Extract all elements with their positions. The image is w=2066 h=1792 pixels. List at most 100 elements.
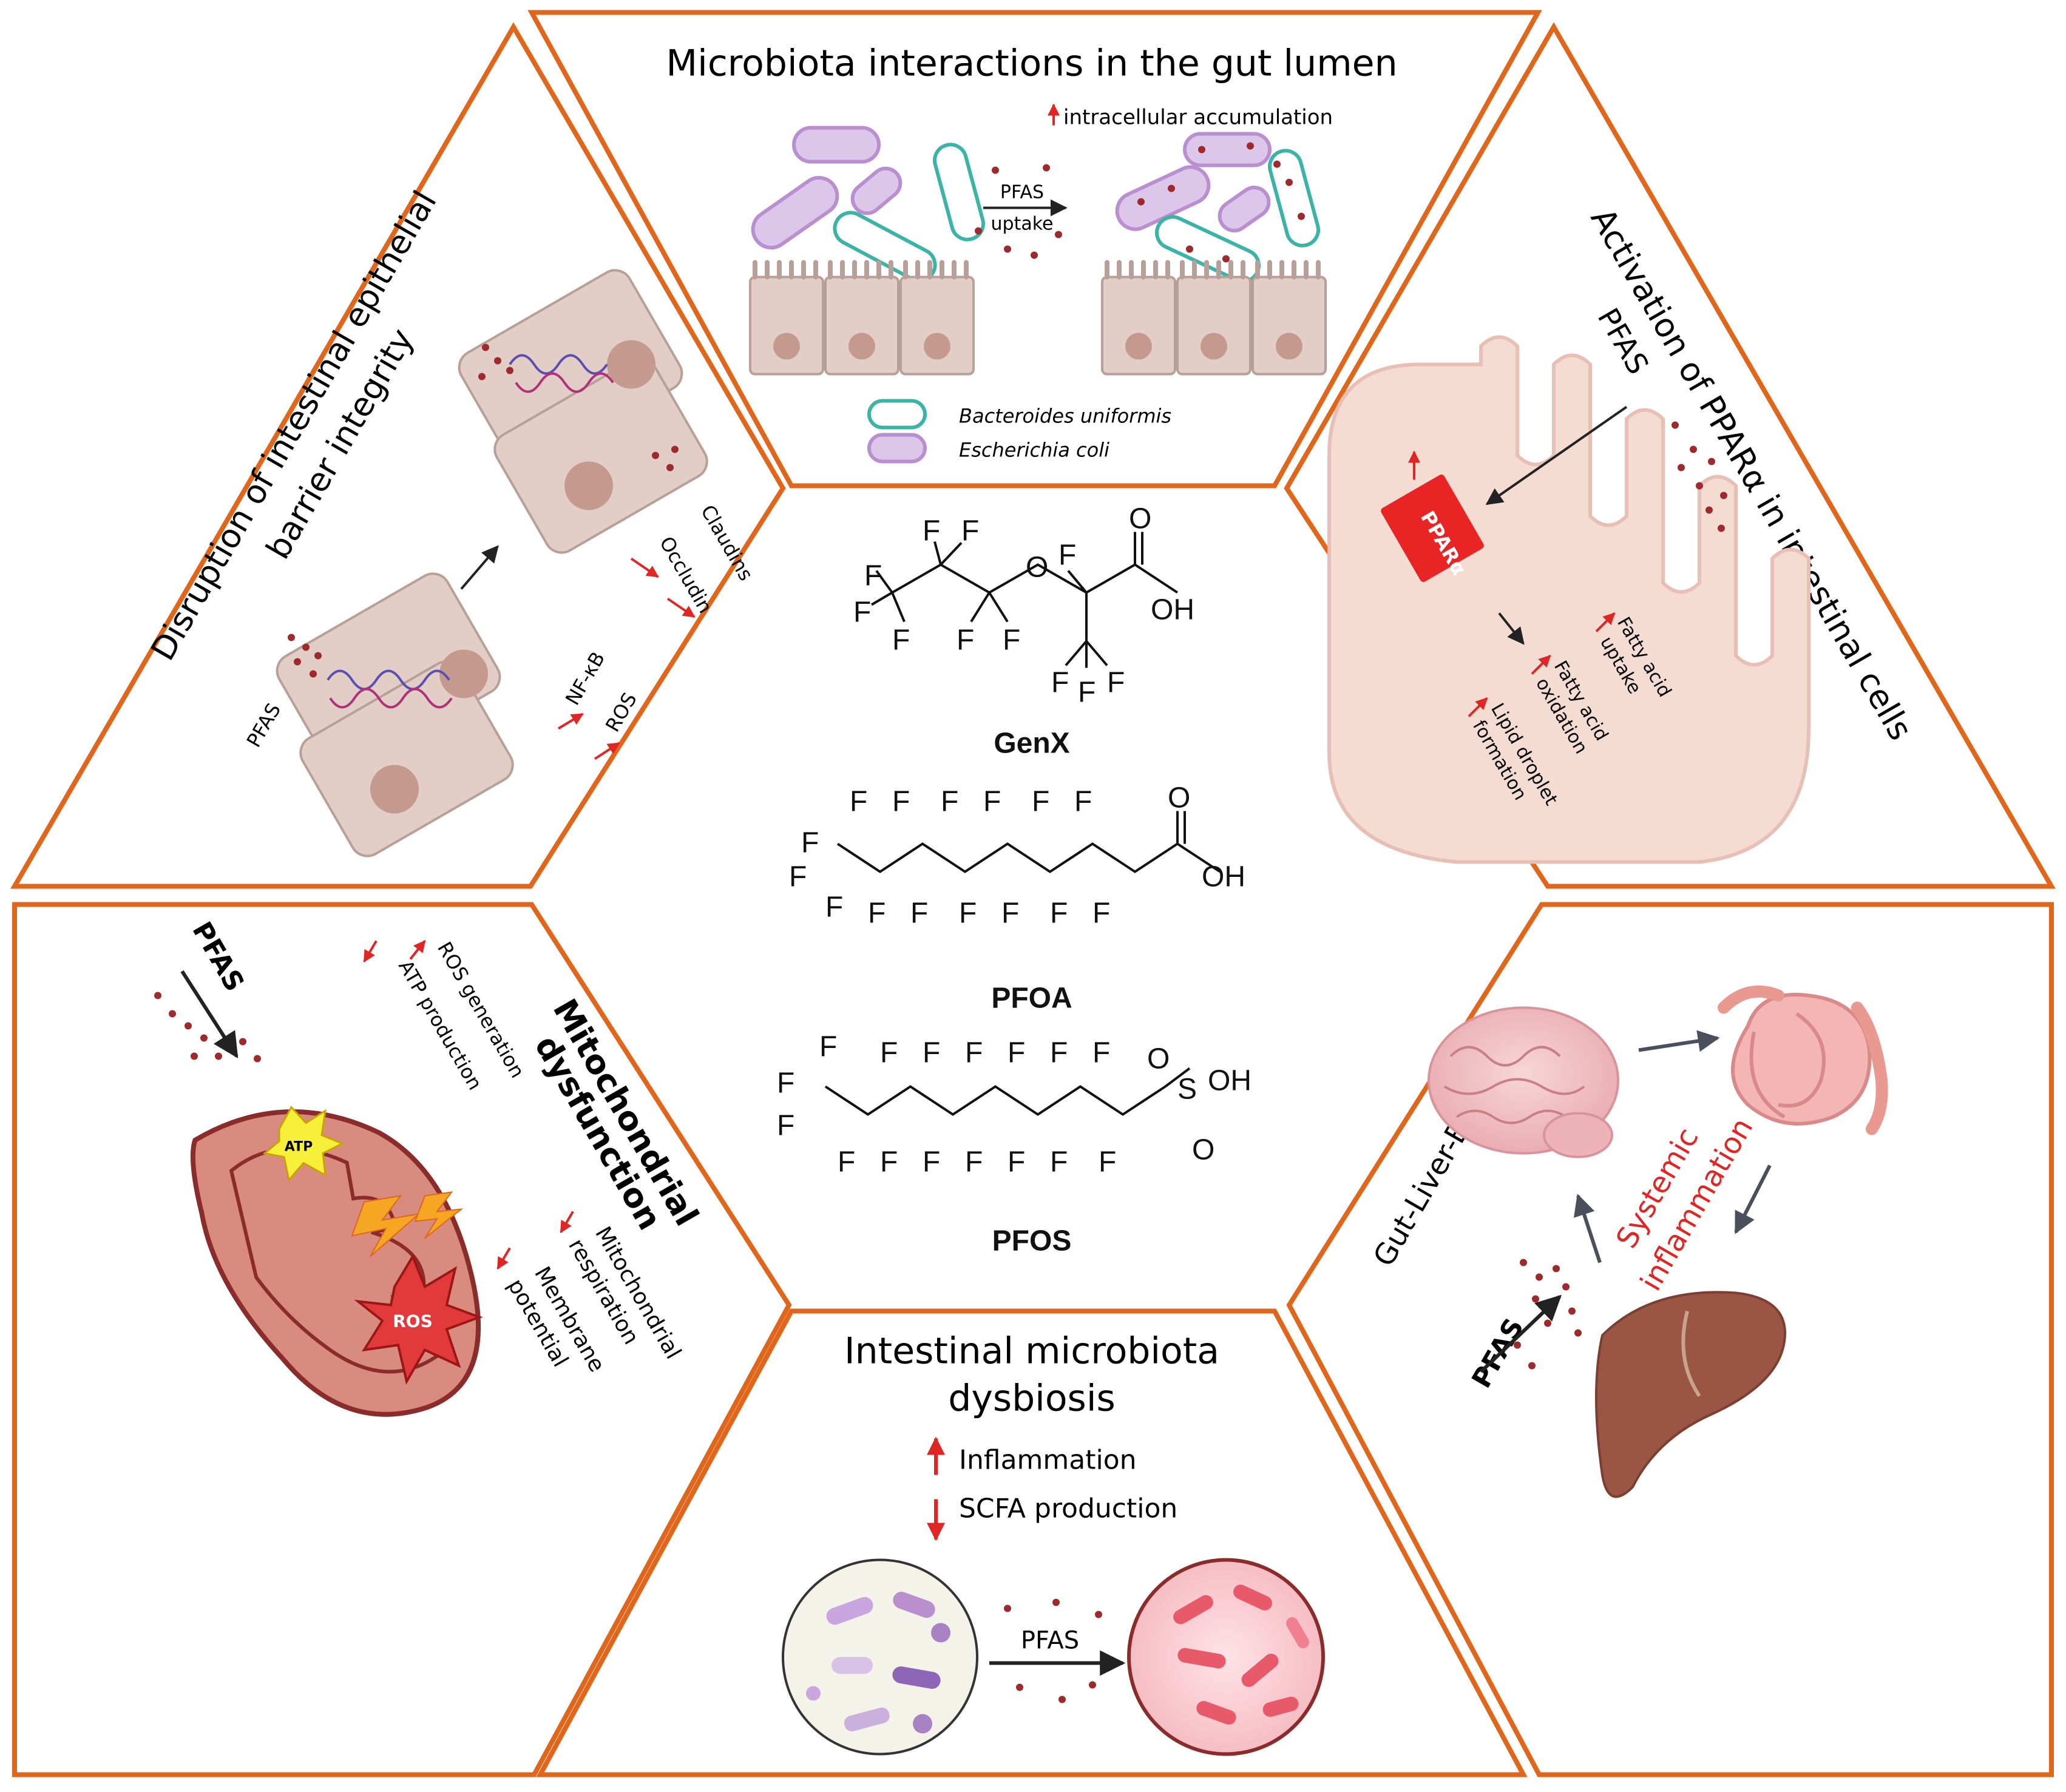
junction-markers: Occludin Claudins [630, 501, 758, 618]
brain-icon [1428, 1006, 1619, 1158]
pfoa-label: PFOA [991, 982, 1072, 1015]
pfoa-atom-f: F [825, 891, 843, 924]
panel-upper-right-border [1284, 22, 2056, 889]
genx-atom-f: F [892, 624, 910, 657]
lightning-icon [414, 1191, 464, 1239]
genx-atom-oh: OH [1151, 594, 1194, 626]
bacteria-right-group [1115, 132, 1320, 283]
pfas-to-ppara-arrow [1485, 405, 1628, 505]
atp-production-arrow [363, 940, 378, 963]
pfoa-atom-f: F [892, 786, 910, 818]
panel-top-border [527, 10, 1542, 489]
progression-arrow [460, 545, 499, 590]
ppara-downstream-arrow [1498, 612, 1525, 645]
pfoa-atom-f: F [959, 898, 977, 930]
genx-atom-o: O [1026, 552, 1048, 584]
inflammation-label: Inflammation [959, 1445, 1137, 1476]
brain-to-gut-arrow [1638, 1030, 1720, 1052]
pfos-atom-f: F [838, 1146, 855, 1178]
enterocyte-body [1327, 335, 1810, 864]
panel-borders [10, 10, 2056, 1777]
mito-pfas-arrow [180, 970, 239, 1059]
pfos-atom-f: F [923, 1146, 940, 1178]
chemical-structures: F F F F F F F O F O OH F F F GenX F F F … [777, 503, 1251, 1257]
genx-atom-f: F [923, 515, 940, 547]
pfoa-atom-f: F [789, 861, 807, 893]
pfoa-atom-f: F [1074, 786, 1092, 818]
genx-atom-f: F [864, 560, 882, 592]
pfas-dots-bottom [1004, 1598, 1102, 1703]
stress-markers: NF-κB ROS [557, 647, 642, 760]
intestine-icon [1718, 985, 1888, 1135]
pfoa-atom-f: F [983, 786, 1001, 818]
panel-upper-right: Activation of PPARα in intestinal cells … [1327, 201, 1920, 864]
uptake-label-pfas: PFAS [1000, 182, 1044, 203]
genx-atom-f: F [1078, 677, 1096, 709]
panel-lower-left: Mitochondrial dysfunction PFAS ATP ROS R… [154, 917, 706, 1417]
accumulation-label: intracellular accumulation [1063, 106, 1333, 130]
mito-pfas: PFAS [186, 917, 250, 997]
pfos-atom-f: F [880, 1037, 898, 1069]
pfoa-atom-oh: OH [1202, 861, 1245, 893]
lightning-icon [351, 1195, 421, 1257]
scfa-label: SCFA production [959, 1493, 1177, 1524]
bacteroides-bacterium [833, 211, 937, 283]
ecoli-bacterium [1115, 165, 1211, 231]
panel-bottom: Intestinal microbiota dysbiosis Inflamma… [782, 1330, 1325, 1756]
legend-bacteroides: Bacteroides uniformis [959, 405, 1171, 428]
atp-label: ATP [285, 1140, 313, 1155]
panel-upper-left-border [10, 22, 786, 889]
liver-icon [1595, 1291, 1786, 1498]
legend-ecoli: Escherichia coli [959, 439, 1109, 462]
pfos-atom-f: F [965, 1037, 983, 1069]
pfos-atom-f: F [923, 1037, 940, 1069]
dysbiosis-pfas: PFAS [1021, 1627, 1079, 1655]
pfoa-atom-o: O [1168, 782, 1190, 814]
pfos-atom-f: F [1092, 1037, 1110, 1069]
ros-label: ROS [601, 689, 642, 736]
pfoa-atom-f: F [850, 786, 867, 818]
nfkb-label: NF-κB [561, 647, 609, 709]
panel-lower-right-border [1286, 902, 2054, 1777]
pfos-atom-f: F [1050, 1146, 1068, 1178]
top-title: Microbiota interactions in the gut lumen [666, 42, 1397, 85]
epithelial-cells-lower [276, 572, 514, 857]
genx-atom-f: F [1003, 624, 1020, 657]
legend-bacteroides-swatch [867, 399, 927, 430]
pfoa-atom-f: F [941, 786, 958, 818]
epithelium-right [1101, 260, 1327, 376]
panel-lower-right: Gut-Liver-Brain Axis Systemic inflammati… [1367, 985, 1888, 1498]
pfoa-atom-f: F [801, 827, 819, 859]
pfos-atoms: F F F F F F F F F F F F F F F F S O O OH [777, 1031, 1251, 1178]
liver-to-brain-arrow [1573, 1194, 1602, 1263]
pfos-atom-f: F [965, 1146, 983, 1178]
panel-bottom-border [536, 1308, 1528, 1777]
ppara-box [1381, 475, 1484, 582]
panel-lower-left-border [12, 902, 792, 1777]
ecoli-bacterium [1183, 132, 1272, 167]
pfoa-atom-f: F [1001, 898, 1019, 930]
occludin-label: Occludin [655, 533, 717, 617]
ecoli-bacterium [751, 175, 839, 250]
pfoa-atom-f: F [1032, 786, 1049, 818]
pfoa-atoms: F F F F F F F F F F F F F F F O OH [789, 782, 1245, 930]
pfos-atom-f: F [819, 1031, 837, 1063]
pfos-atom-f: F [777, 1110, 794, 1142]
ros-burst [354, 1254, 483, 1385]
ecoli-bacterium [792, 126, 881, 164]
genx-atom-f: F [1107, 667, 1125, 699]
pfos-atom-f: F [777, 1067, 794, 1100]
axis-pfas-arrow [1479, 1294, 1562, 1373]
gut-to-liver-arrow [1734, 1165, 1772, 1234]
genx-atom-f: F [957, 624, 974, 657]
upper-left-pfas: PFAS [242, 699, 285, 751]
pfoa-structure [836, 811, 1221, 873]
pfos-atom-f: F [1008, 1146, 1025, 1178]
pfas-dots-upper-right [1671, 421, 1727, 532]
pfos-atom-f: F [1099, 1146, 1116, 1178]
pfas-dots-lower-right [1514, 1259, 1582, 1370]
genx-structure [870, 532, 1179, 668]
genx-label: GenX [994, 728, 1069, 760]
pfos-atom-f: F [1050, 1037, 1068, 1069]
ros-burst-label: ROS [393, 1311, 433, 1331]
